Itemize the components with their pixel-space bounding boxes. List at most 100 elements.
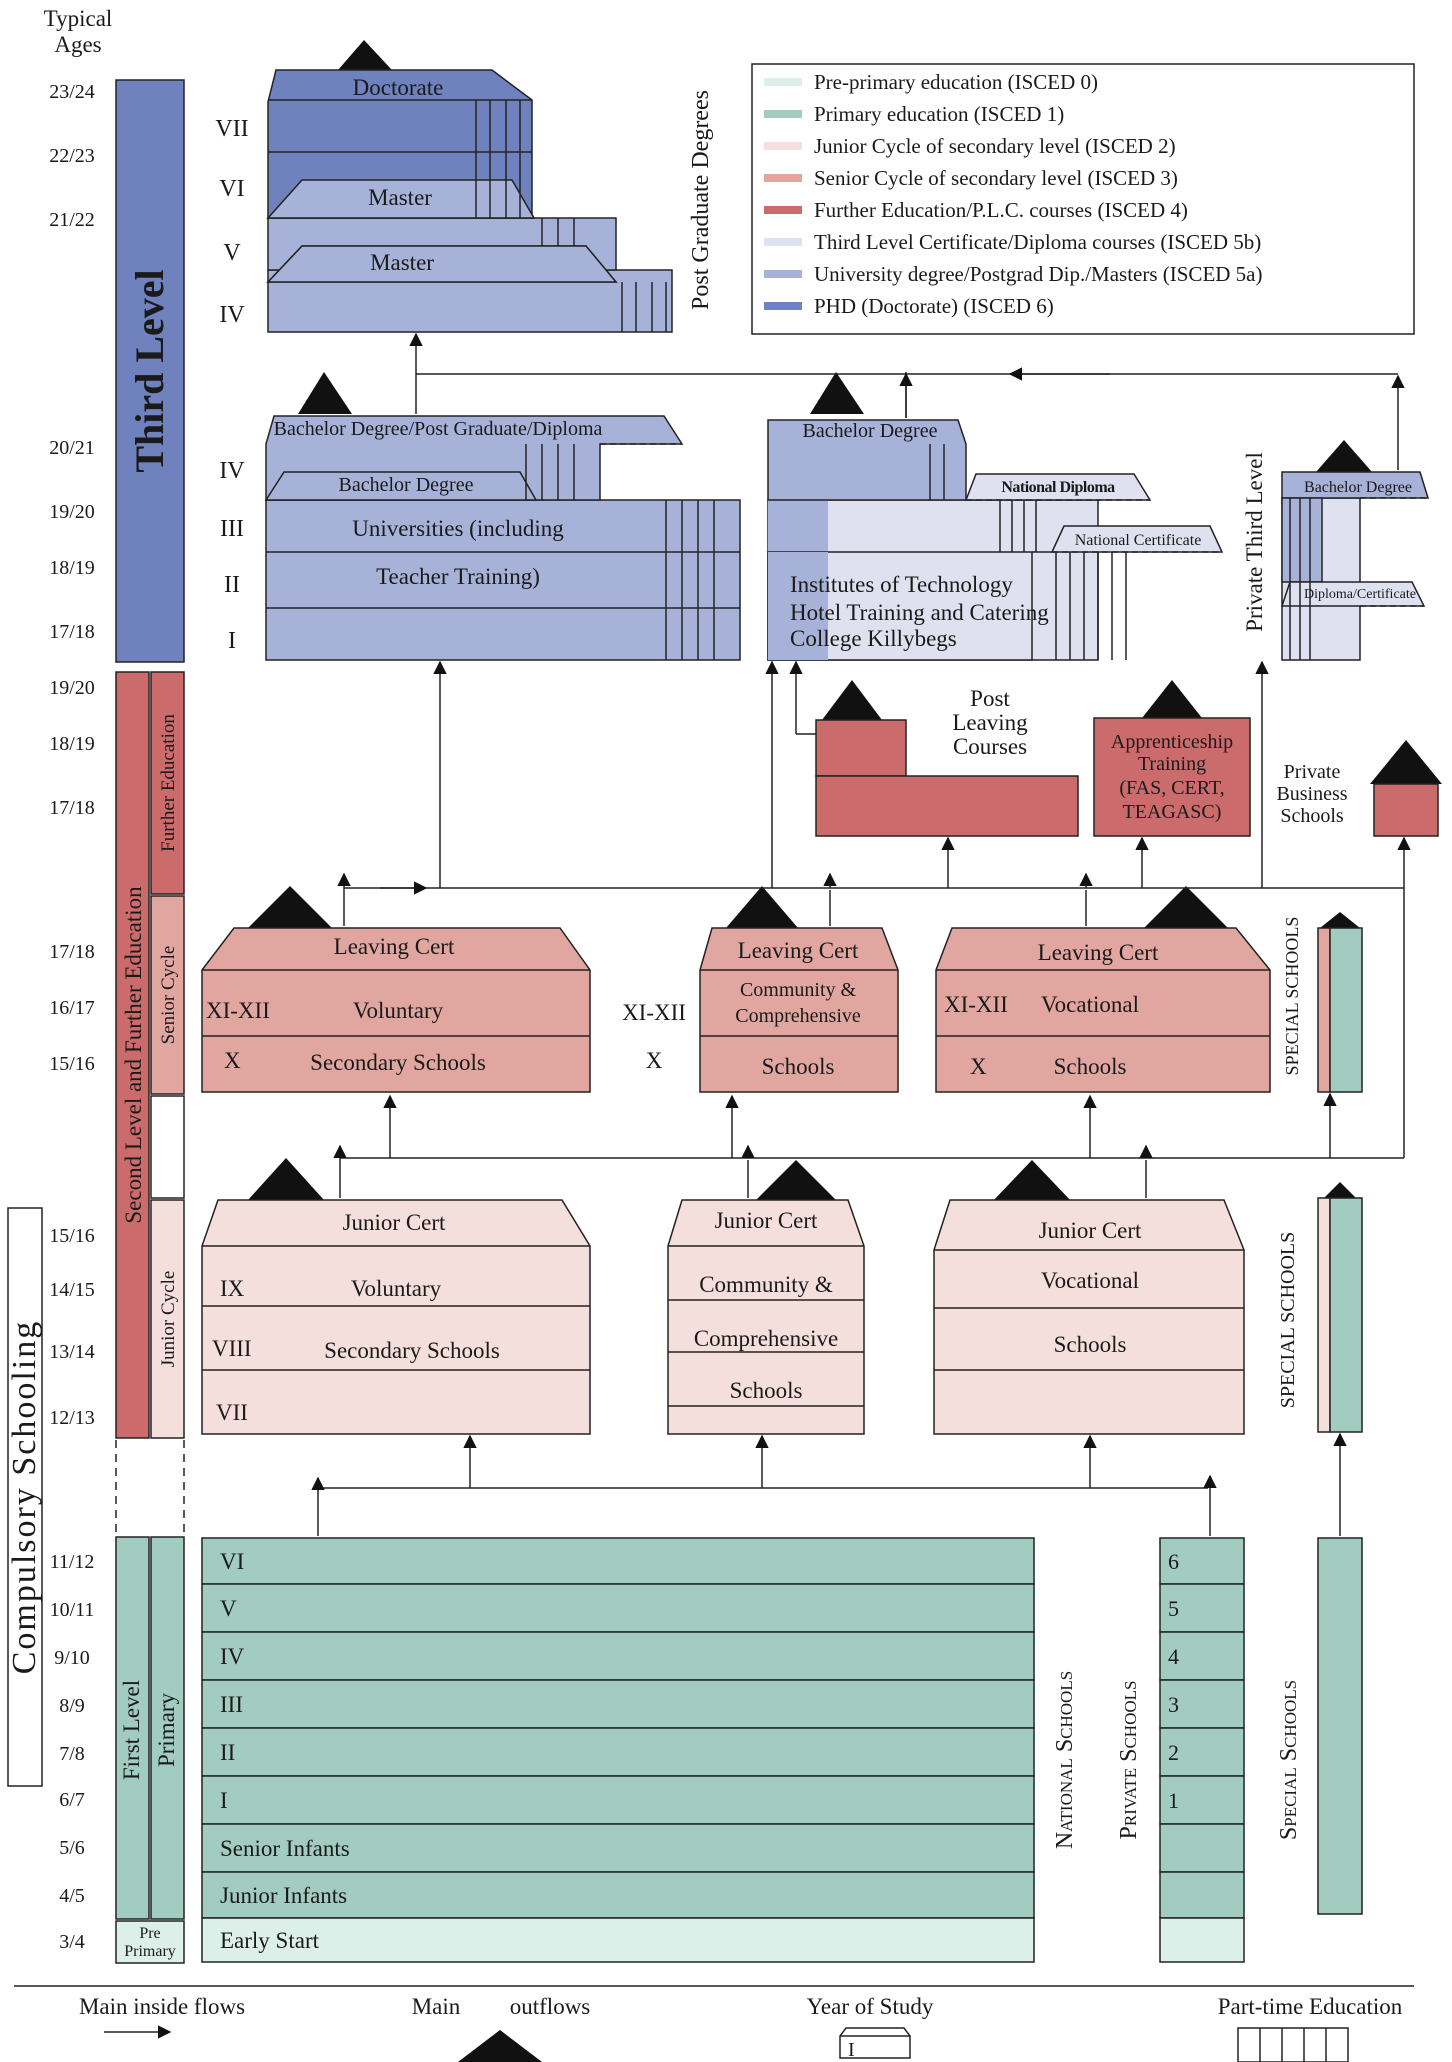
it-bachelor-label: Bachelor Degree [803,420,938,442]
plc-outflow-icon [822,680,882,720]
senior-com-t1: Community & [740,979,857,1001]
institutes-outflow-icon [810,372,864,414]
private-school-row [1159,1775,1245,1825]
postgrad-outflow-icon [338,40,392,70]
age-label-junior-1: 14/15 [49,1279,95,1301]
primary-row-box [201,1537,1035,1585]
footer-outflows-1: Main [412,1994,461,2019]
junior-cycle-label: Junior Cycle [158,1271,179,1368]
primary-row-label: IV [220,1644,245,1669]
plc-upper [815,719,907,777]
footer-year-of-study: Year of Study [807,1994,934,2019]
third-level-label: Third Level [127,269,172,472]
compulsory-schooling-label: Compulsory Schooling [6,1320,43,1675]
pre-label-1: Pre [139,1925,160,1942]
age-label-third_level-4: 19/20 [49,501,95,523]
senior-vol-t1: Voluntary [353,998,444,1023]
private-third-level-block: Private Third Level Bachelor Degree Dipl… [1242,440,1430,661]
private-school-year: 5 [1168,1596,1179,1621]
legend-label: Senior Cycle of secondary level (ISCED 3… [814,166,1178,190]
private-school-row [1159,1823,1245,1873]
age-label-third_level-3: 20/21 [49,437,95,459]
legend-swatch [764,174,802,182]
age-label-junior-3: 12/13 [49,1407,95,1429]
institutes-block: Bachelor Degree National Diploma Nationa… [767,372,1224,661]
junior-voc-t1: Vocational [1041,1268,1139,1293]
third-level-bar [115,79,185,663]
legend-swatch [764,238,802,246]
uni-bachelor-label: Bachelor Degree [339,474,474,496]
private-school-row [1159,1917,1245,1963]
age-label-further_ed-0: 19/20 [49,677,95,699]
age-label-primary-0: 11/12 [50,1551,95,1573]
primary-row-box [201,1679,1035,1729]
footer-outflow-icon [458,2030,542,2062]
plc-label-3: Courses [953,734,1027,759]
junior-com-t3: Schools [730,1378,803,1403]
legend-swatch [764,142,802,150]
special-schools-label: Special Schools [1276,1680,1302,1840]
primary-row-box [201,1631,1035,1681]
junior-com-t2: Comprehensive [694,1326,838,1351]
private-schools-label: Private Schools [1116,1681,1142,1840]
private-school-row [1159,1871,1245,1919]
age-label-primary-6: 5/6 [59,1837,85,1859]
national-diploma-label: National Diploma [1001,479,1115,496]
junior-vol-t2: Secondary Schools [324,1338,500,1363]
age-label-further_ed-2: 17/18 [49,797,95,819]
senior-special-outflow-icon [1320,912,1360,928]
senior-voc-cert: Leaving Cert [1038,940,1159,965]
typical-ages-column: Typical Ages 23/2422/2321/2220/2119/2018… [44,6,113,1953]
age-label-third_level-5: 18/19 [49,557,95,579]
primary-row-box [201,1871,1035,1919]
age-label-senior-1: 16/17 [49,997,95,1019]
postgrad-side-label: Post Graduate Degrees [688,90,714,310]
age-label-primary-3: 8/9 [59,1695,85,1717]
junior-voc-t2: Schools [1054,1332,1127,1357]
private-school-row [1159,1727,1245,1777]
pg-year-v: V [223,240,241,266]
apprenticeship-4: TEAGASC) [1123,801,1222,823]
gap-bar [150,1095,185,1199]
primary-row-label: Early Start [220,1928,320,1953]
ages-title-1: Typical [44,6,113,31]
junior-cycle-bar [150,1199,185,1439]
senior-com-y2: X [646,1048,663,1073]
uni-year-iv: IV [219,458,245,484]
legend-label: Pre-primary education (ISCED 0) [814,70,1098,94]
primary-row-label: II [220,1740,235,1765]
primary-label: Primary [154,1692,179,1767]
senior-voc-y1: XI-XII [944,992,1008,1017]
senior-com-outflow-icon [726,886,798,928]
plc-label-2: Leaving [952,710,1028,735]
pbs-box [1373,783,1439,837]
junior-special-outflow-icon [1324,1182,1356,1198]
doctorate-label: Doctorate [353,75,444,100]
age-label-primary-5: 6/7 [59,1789,85,1811]
legend-label: PHD (Doctorate) (ISCED 6) [814,294,1054,318]
legend-label: Junior Cycle of secondary level (ISCED 2… [814,134,1176,158]
special-primary-bar [1317,1537,1363,1915]
senior-voc-y2: X [970,1054,987,1079]
national-schools-label: National Schools [1052,1671,1078,1849]
national-certificate-label: National Certificate [1075,532,1202,549]
apprenticeship-box [1093,717,1251,837]
age-label-senior-2: 15/16 [49,1053,95,1075]
plc-lower [815,775,1079,837]
junior-vol-y1: IX [220,1276,245,1301]
pre-label-2: Primary [124,1943,176,1960]
private-school-year: 6 [1168,1549,1179,1574]
flow-lines [311,332,1411,1536]
compulsory-schooling-box [7,1207,43,1787]
first-level-label: First Level [119,1680,144,1780]
legend-swatch [764,302,802,310]
junior-vol-y3: VII [216,1400,248,1425]
private-school-year: 4 [1168,1644,1179,1669]
pbs-3: Schools [1280,805,1344,827]
age-label-primary-7: 4/5 [59,1885,85,1907]
